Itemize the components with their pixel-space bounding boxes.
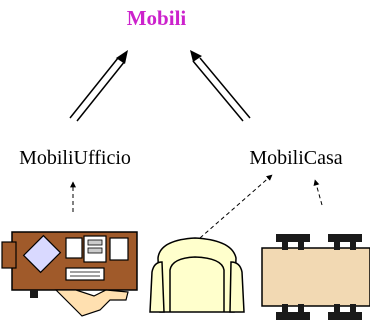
instance-arrow-table	[313, 179, 323, 206]
child-class-label-office: MobiliUfficio	[19, 147, 131, 169]
inheritance-arrow-left	[69, 50, 128, 122]
dining-table-icon	[261, 234, 370, 320]
child-class-label-home: MobiliCasa	[249, 147, 343, 169]
root-class-label: Mobili	[126, 6, 187, 30]
instance-arrow-chair	[199, 174, 273, 239]
office-desk-icon	[1, 231, 138, 317]
inheritance-arrow-right	[190, 50, 251, 122]
armchair-icon	[149, 237, 245, 313]
